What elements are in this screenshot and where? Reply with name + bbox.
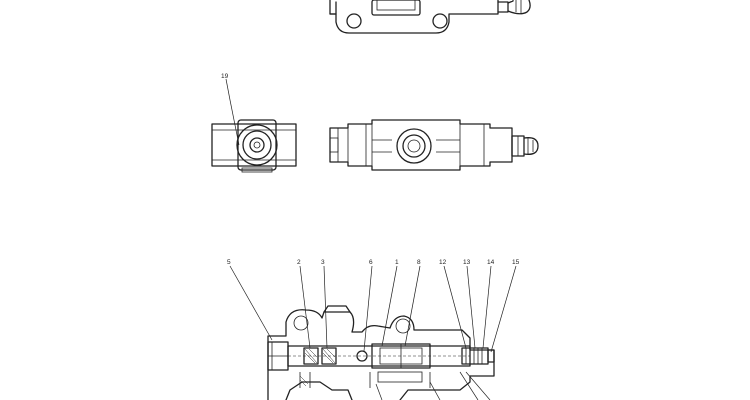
callout-5: 5	[227, 259, 231, 266]
callout-3: 3	[321, 259, 325, 266]
top-view	[329, 0, 531, 34]
leader-lines	[229, 265, 517, 400]
callout-12: 12	[439, 259, 447, 266]
callout-13: 13	[463, 259, 471, 266]
middle-right-view	[329, 119, 539, 171]
callouts: 19 5 2 3 6 1 8 12 13 14 15	[221, 73, 520, 266]
callout-15: 15	[512, 259, 520, 266]
callout-6: 6	[369, 259, 373, 266]
callout-8: 8	[417, 259, 421, 266]
callout-1: 1	[395, 259, 399, 266]
section-view	[267, 305, 495, 400]
callout-14: 14	[487, 259, 495, 266]
callout-2: 2	[297, 259, 301, 266]
middle-left-view	[211, 78, 297, 173]
callout-19: 19	[221, 73, 229, 80]
